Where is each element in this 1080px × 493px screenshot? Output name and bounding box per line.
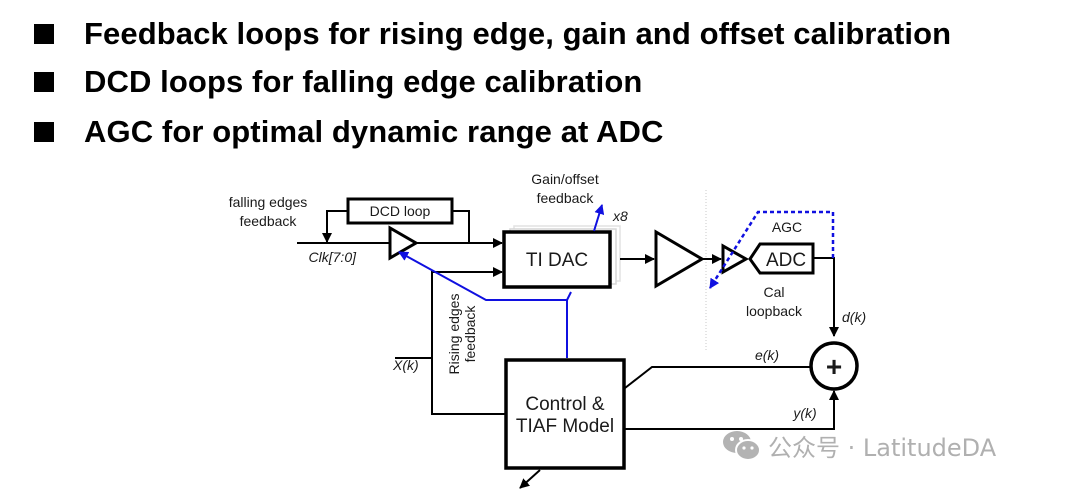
control-label: Control & — [525, 394, 605, 415]
gain-offset-label: Gain/offset — [531, 171, 599, 187]
yk-label: y(k) — [792, 405, 816, 421]
x8-label: x8 — [612, 208, 628, 224]
control-tiaf-block — [504, 358, 626, 470]
dcd-tap-line — [452, 210, 470, 243]
ek-line — [624, 366, 811, 389]
dcd-loop-label: DCD loop — [370, 203, 431, 219]
rising-edges-label-2: feedback — [462, 305, 478, 363]
bullet-text: AGC for optimal dynamic range at ADC — [84, 114, 664, 149]
ek-label: e(k) — [755, 347, 779, 363]
bullet-text: DCD loops for falling edge calibration — [84, 64, 643, 99]
agc-label: AGC — [772, 219, 802, 235]
bullet-item: AGC for optimal dynamic range at ADC — [34, 112, 663, 152]
clk-buffer — [388, 225, 420, 261]
adc-buffer — [721, 243, 750, 275]
adc-label: ADC — [766, 250, 806, 271]
gain-offset-arrow — [593, 204, 605, 232]
gain-offset-label-2: feedback — [537, 190, 595, 206]
ti-dac-block — [502, 230, 612, 289]
amplifier — [654, 229, 705, 289]
bullet-square-icon — [34, 122, 54, 142]
rising-feedback-blue-line — [398, 251, 567, 301]
watermark-text: 公众号 · LatitudeDA — [768, 434, 997, 462]
bullet-square-icon — [34, 72, 54, 92]
cal-loopback-label-2: loopback — [746, 303, 803, 319]
adc-output-line — [813, 257, 839, 337]
bullet-item: Feedback loops for rising edge, gain and… — [34, 14, 951, 54]
control-label-2: TIAF Model — [516, 416, 614, 437]
bullet-item: DCD loops for falling edge calibration — [34, 62, 642, 102]
rising-edges-label: Rising edges — [446, 294, 462, 375]
agc-feedback-line — [708, 210, 835, 289]
cal-loopback-label: Cal — [763, 284, 784, 300]
dk-label: d(k) — [842, 309, 866, 325]
falling-edges-label-2: feedback — [240, 213, 298, 229]
wechat-icon — [723, 430, 761, 461]
yk-line — [624, 390, 839, 430]
summer-plus: + — [826, 351, 842, 382]
xk-label: X(k) — [392, 357, 419, 373]
bullet-text: Feedback loops for rising edge, gain and… — [84, 16, 952, 51]
clk-label: Clk[7:0] — [309, 249, 358, 265]
ti-dac-label: TI DAC — [526, 250, 588, 271]
bullet-square-icon — [34, 24, 54, 44]
watermark: 公众号 · LatitudeDA — [722, 428, 996, 463]
dcd-feedback-line — [322, 210, 348, 243]
rising-edges-line — [431, 267, 506, 415]
falling-edges-label: falling edges — [229, 194, 308, 210]
gain-feedback-vertical — [566, 291, 572, 358]
control-output-arrow — [519, 469, 541, 489]
